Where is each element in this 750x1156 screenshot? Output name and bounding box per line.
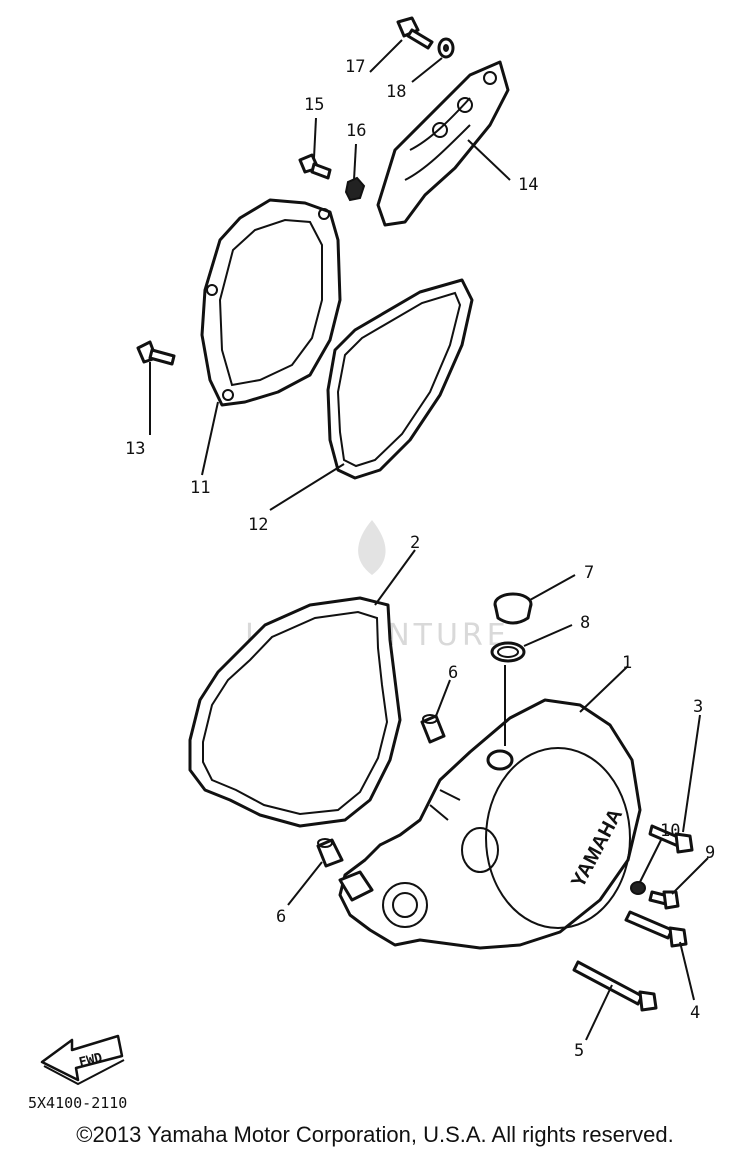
label-part-15: 15 — [304, 95, 324, 115]
label-part-9: 9 — [705, 843, 715, 863]
label-part-16: 16 — [346, 121, 366, 141]
label-part-12: 12 — [248, 515, 268, 535]
part-13-bolt — [136, 340, 176, 366]
label-part-2: 2 — [410, 533, 420, 553]
part-18-washer — [437, 37, 455, 59]
label-part-7: 7 — [584, 563, 594, 583]
leader-lines — [149, 39, 709, 1041]
label-part-6-lower: 6 — [276, 907, 286, 927]
part-14-bracket — [376, 60, 510, 227]
label-part-3: 3 — [693, 697, 703, 717]
part-16-nut — [344, 176, 366, 202]
part-code: 5X4100-2110 — [28, 1094, 127, 1112]
part-1-crankcase-cover: YAMAHA — [338, 698, 642, 950]
label-part-6-upper: 6 — [448, 663, 458, 683]
label-part-18: 18 — [386, 82, 406, 102]
part-17-bolt — [396, 16, 434, 50]
label-part-10: 10 — [660, 821, 680, 841]
part-5-bolt — [572, 960, 658, 1012]
part-10-washer — [630, 881, 646, 895]
part-15-bolt — [298, 153, 332, 180]
part-7-filler-cap — [493, 592, 533, 625]
label-part-14: 14 — [518, 175, 538, 195]
label-part-1: 1 — [622, 653, 632, 673]
fwd-arrow-icon: FWD — [40, 1034, 125, 1086]
label-part-17: 17 — [345, 57, 365, 77]
fwd-label: FWD — [78, 1051, 105, 1071]
part-11-cover — [200, 198, 342, 407]
label-part-13: 13 — [125, 439, 145, 459]
label-part-5: 5 — [574, 1041, 584, 1061]
part-4-bolt — [624, 910, 688, 948]
part-3-bolt — [648, 824, 694, 854]
copyright-text: ©2013 Yamaha Motor Corporation, U.S.A. A… — [76, 1122, 674, 1147]
part-labels: 1 2 3 4 5 6 6 7 8 9 10 11 12 13 14 15 16… — [125, 57, 715, 1061]
watermark-flame-icon — [358, 520, 386, 575]
label-part-4: 4 — [690, 1003, 700, 1023]
part-6-dowel-lower — [316, 838, 344, 868]
part-9-bolt — [648, 890, 680, 910]
part-2-gasket — [188, 596, 402, 828]
part-8-o-ring — [490, 641, 526, 663]
label-part-8: 8 — [580, 613, 590, 633]
label-part-11: 11 — [190, 478, 210, 498]
part-6-dowel-upper — [420, 714, 446, 744]
part-12-gasket — [326, 278, 474, 480]
